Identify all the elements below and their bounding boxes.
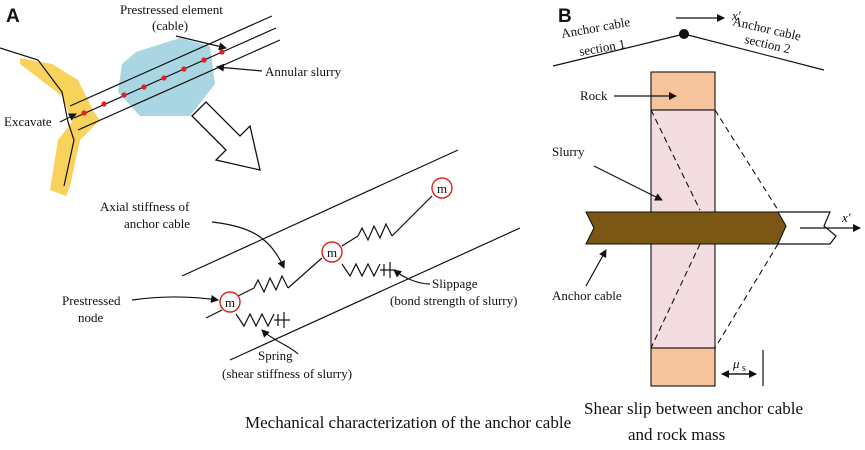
panel-b: B x′ Anchor cable section 1 Anchor cable… xyxy=(552,6,861,444)
anchor-cable-bar xyxy=(585,211,787,245)
shear-spring-2 xyxy=(341,262,396,278)
section-1-line xyxy=(552,33,685,67)
slippage-arrow xyxy=(393,269,431,285)
panel-a-label: A xyxy=(6,6,20,27)
anchor-cable-label: Anchor cable xyxy=(552,288,622,303)
slippage-sublabel: (bond strength of slurry) xyxy=(390,293,517,308)
section-1-sublabel: section 1 xyxy=(578,36,626,59)
rock-block-bottom xyxy=(650,347,716,387)
rock-block-top xyxy=(650,71,716,111)
mass-node-3-symbol: m xyxy=(437,181,447,196)
mu-symbol: μ xyxy=(732,356,740,371)
shear-spring-1 xyxy=(235,312,290,328)
transition-hollow-arrow xyxy=(191,101,261,171)
section-2-line xyxy=(683,33,825,71)
mass-node-3: m xyxy=(431,177,453,199)
spring-label: Spring xyxy=(258,348,293,363)
rock-label: Rock xyxy=(580,88,608,103)
prestressed-element-sublabel: (cable) xyxy=(152,18,188,33)
mu-subscript: s xyxy=(742,363,746,374)
anchor-cable-arrow xyxy=(585,249,607,287)
prestressed-node-label: Prestressed xyxy=(62,293,121,308)
model-upper-boundary xyxy=(181,149,459,277)
x-axis-top-symbol: x′ xyxy=(731,8,741,23)
excavate-label: Excavate xyxy=(4,114,52,129)
excavation-boundary xyxy=(0,47,75,187)
prestressed-node-arrow xyxy=(131,295,219,303)
excavate-arrow xyxy=(59,113,77,123)
axial-stiffness-arrow xyxy=(211,221,285,269)
panel-a: A Prestressed element (cable) Annula xyxy=(0,2,571,432)
x-axis-right-symbol: x′ xyxy=(841,210,851,225)
excavation-face xyxy=(20,58,100,196)
spring-sublabel: (shear stiffness of slurry) xyxy=(222,366,352,381)
displacement-dashes xyxy=(650,109,779,349)
anchor-cable-displaced xyxy=(778,211,837,245)
mass-node-1: m xyxy=(219,291,241,313)
axial-stiffness-label: Axial stiffness of xyxy=(100,199,190,214)
slippage-label: Slippage xyxy=(432,276,478,291)
prestressed-element-label: Prestressed element xyxy=(120,2,223,17)
mass-node-2-symbol: m xyxy=(327,245,337,260)
axial-stiffness-sublabel: anchor cable xyxy=(124,216,190,231)
prestressed-node-sublabel: node xyxy=(78,310,104,325)
panel-b-label: B xyxy=(558,6,572,27)
cable-nodes xyxy=(81,49,225,116)
panel-a-caption: Mechanical characterization of the ancho… xyxy=(245,413,571,432)
cable-bundle xyxy=(69,15,281,131)
annular-slurry-arrow xyxy=(216,63,263,72)
prestressed-element-arrow xyxy=(175,35,227,51)
mass-node-1-symbol: m xyxy=(225,295,235,310)
model-lower-boundary xyxy=(229,227,521,361)
spring-arrow xyxy=(261,329,299,355)
panel-b-caption-line2: and rock mass xyxy=(628,425,725,444)
annular-slurry-label: Annular slurry xyxy=(265,64,342,79)
spring-chain xyxy=(205,195,433,319)
panel-b-caption: Shear slip between anchor cable xyxy=(584,399,803,418)
mass-node-2: m xyxy=(321,241,343,263)
slurry-label: Slurry xyxy=(552,144,585,159)
hinge-node xyxy=(679,29,689,39)
slurry-arrow xyxy=(593,165,663,201)
